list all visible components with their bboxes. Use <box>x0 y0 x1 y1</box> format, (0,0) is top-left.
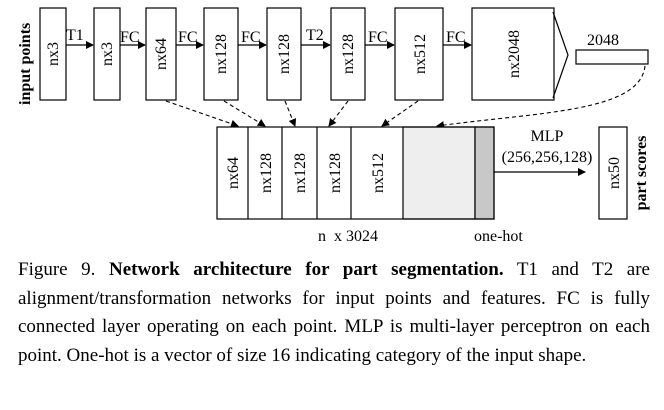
concat-nx128-b-label: nx128 <box>292 153 309 193</box>
op-label-fc-5: FC <box>446 29 466 46</box>
onehot-region <box>474 126 495 220</box>
block-t1-nx3 <box>93 7 121 101</box>
output-block <box>598 126 628 220</box>
block-nx128-a-label: nx128 <box>213 34 230 74</box>
op-label-t1: T1 <box>66 27 84 44</box>
op-label-fc-2: FC <box>178 29 198 46</box>
top-row: nx3 nx3 nx64 nx128 nx128 nx128 nx512 nx2… <box>39 7 649 101</box>
block-nx2048 <box>471 7 555 101</box>
skip-nx128-a <box>223 100 266 127</box>
concat-nx128-c-label: nx128 <box>327 153 344 193</box>
global-feature-bar <box>575 49 649 65</box>
concat-nx128-a-label: nx128 <box>258 153 275 193</box>
block-input-nx3 <box>39 7 67 101</box>
global-region <box>402 126 476 220</box>
op-label-fc-3: FC <box>241 29 261 46</box>
maxpool-shape <box>552 11 569 99</box>
figure-caption: Figure 9. Network architecture for part … <box>18 256 650 370</box>
skip-nx128-b <box>284 100 297 127</box>
block-nx128-b <box>266 7 302 101</box>
caption-body: T1 and T2 are alignment/transformation n… <box>18 259 650 366</box>
onehot-label: one-hot <box>474 228 523 245</box>
block-nx512-label: nx512 <box>412 34 429 74</box>
skip-global <box>436 65 646 130</box>
caption-figure-label: Figure 9. <box>18 259 96 280</box>
concat-nx64-label: nx64 <box>225 157 242 189</box>
block-nx128-a <box>203 7 239 101</box>
block-nx128-b-label: nx128 <box>276 34 293 74</box>
op-label-t2: T2 <box>306 27 324 44</box>
concat-size-label: n x 3024 <box>318 228 378 245</box>
caption-title: Network architecture for part segmentati… <box>108 259 504 280</box>
block-nx2048-label: nx2048 <box>506 30 523 78</box>
skip-nx128-c <box>328 100 349 127</box>
input-points-label: input points <box>17 23 34 105</box>
skip-nx64 <box>165 100 239 128</box>
mlp-sizes-label: (256,256,128) <box>502 149 593 166</box>
block-nx64 <box>145 7 177 101</box>
block-nx128-c <box>330 7 366 101</box>
skip-nx512 <box>381 100 419 127</box>
block-nx512 <box>394 7 444 101</box>
concat-nx512-label: nx512 <box>370 153 387 193</box>
concat-matrix: nx64 nx128 nx128 nx128 nx512 n x 3024 on… <box>216 126 523 245</box>
output-block-label: nx50 <box>606 157 623 189</box>
block-input-nx3-label: nx3 <box>45 42 62 66</box>
block-nx64-label: nx64 <box>153 38 170 70</box>
architecture-diagram: input points nx3 nx3 nx64 nx128 nx128 nx… <box>17 7 650 245</box>
block-nx128-c-label: nx128 <box>340 34 357 74</box>
global-feature-label: 2048 <box>587 32 619 49</box>
mlp-section: MLP (256,256,128) nx50 part scores <box>494 126 650 220</box>
op-label-fc-1: FC <box>120 29 140 46</box>
mlp-label: MLP <box>531 128 564 145</box>
op-label-fc-4: FC <box>368 29 388 46</box>
part-scores-label: part scores <box>633 136 650 211</box>
block-t1-nx3-label: nx3 <box>99 42 116 66</box>
concat-outline <box>216 126 495 220</box>
skip-connections <box>165 65 646 130</box>
